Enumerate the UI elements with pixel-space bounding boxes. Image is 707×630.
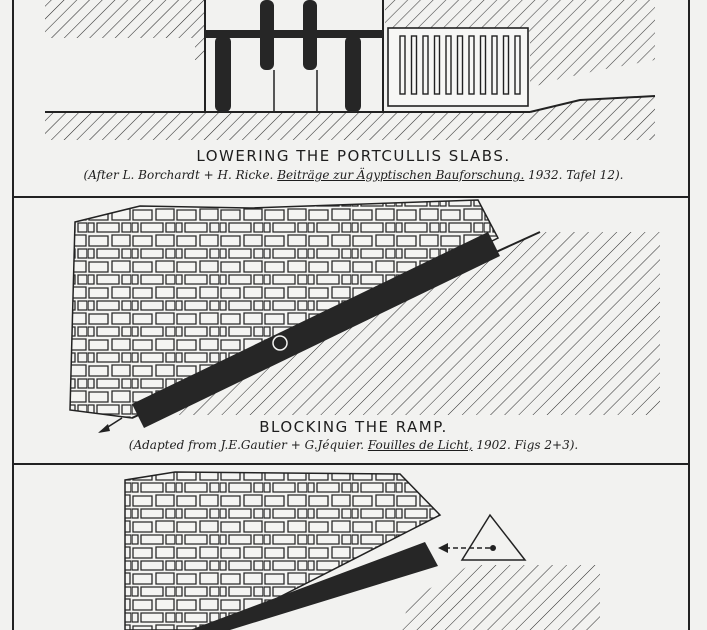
upper-masonry-right [385,0,655,88]
block-groove [502,35,510,95]
caption-source-portcullis: (After L. Borchardt + H. Ricke. Beiträge… [0,168,707,182]
plate-frame [12,0,690,630]
lower-bedrock [400,565,600,630]
ramp-diagram-lower [124,471,600,630]
lower-masonry [124,471,442,630]
block-groove [491,35,498,95]
block-groove [410,35,418,95]
lower-slab [190,542,438,630]
block-groove [399,35,406,95]
caption-title-ramp: BLOCKING THE RAMP. [259,418,448,436]
slide-arrowhead [98,424,110,433]
block-groove [468,35,475,95]
source-details: 1932. Tafel 12). [528,168,624,182]
source-work-title: Beiträge zur Ägyptischen Bauforschung. [277,168,525,182]
ramp-masonry [69,199,500,419]
floor-slope [529,95,656,113]
block-groove [433,35,441,95]
source-details: 1902. Figs 2+3). [476,438,579,452]
upper-masonry [45,0,205,60]
caption-title-portcullis: LOWERING THE PORTCULLIS SLABS. [196,147,511,165]
caption-source-ramp: (Adapted from J.E.Gautier + G.Jéquier. F… [0,438,707,452]
lower-arrowhead [438,543,448,553]
ramp-diagram [69,199,660,433]
slab-4 [345,36,361,112]
ramp-bedrock [132,232,660,418]
source-authors: (Adapted from J.E.Gautier + G.Jéquier. [128,438,365,452]
block-groove [422,35,429,95]
floor-hatching [45,96,655,140]
slab-crossbar [205,30,383,38]
source-work-title: Fouilles de Licht, [367,438,473,452]
slab-1 [215,36,231,112]
block-groove [514,35,521,95]
lower-wedge [460,513,527,561]
portcullis-diagram [45,0,656,140]
block-groove [479,35,487,95]
block-groove [445,35,452,95]
block-groove [456,35,464,95]
slab-joint [272,335,288,351]
source-authors: (After L. Borchardt + H. Ricke. [83,168,274,182]
blocking-slab [132,232,500,428]
